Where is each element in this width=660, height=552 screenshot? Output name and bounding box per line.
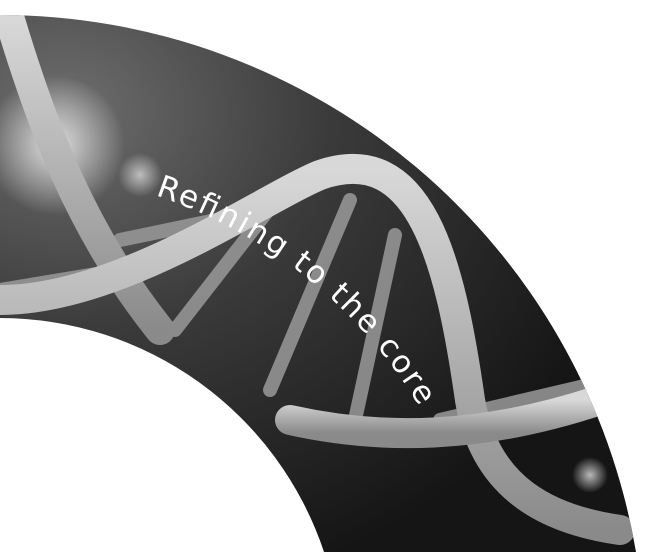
light-glow	[118, 153, 162, 197]
dna-strands	[0, 14, 635, 545]
light-glow	[258, 33, 302, 77]
light-glow	[572, 457, 608, 493]
